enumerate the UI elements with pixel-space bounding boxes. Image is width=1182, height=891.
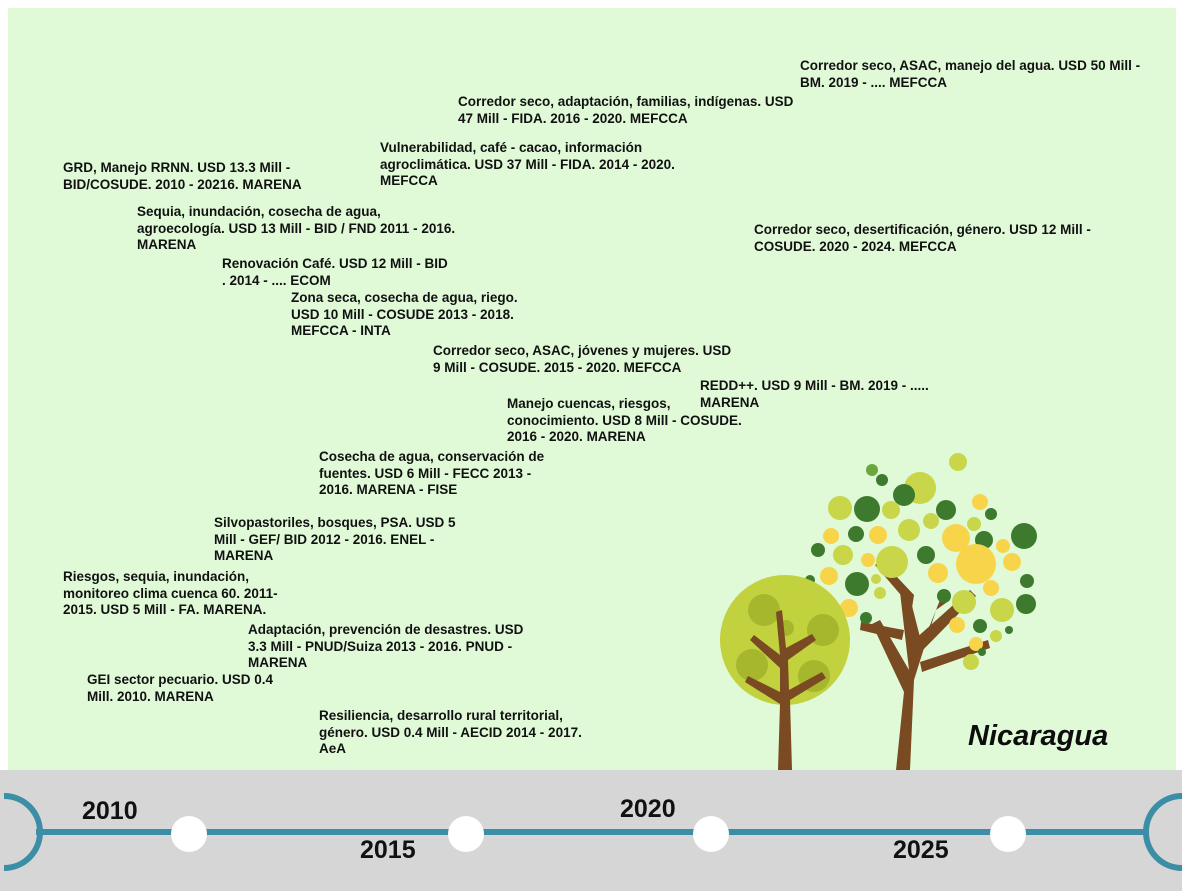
country-label: Nicaragua bbox=[968, 720, 1109, 752]
project-sequia-inundacion-agroecologia: Sequia, inundación, cosecha de agua, agr… bbox=[137, 204, 456, 252]
small-tree bbox=[720, 575, 850, 770]
project-corredor-seco-desertificacion: Corredor seco, desertificación, género. … bbox=[754, 222, 1091, 254]
project-redd: REDD++. USD 9 Mill - BM. 2019 - ..... MA… bbox=[700, 378, 929, 410]
year-label-2010: 2010 bbox=[82, 797, 138, 825]
timeline-start-cap bbox=[3, 793, 43, 871]
project-manejo-cuencas: Manejo cuencas, riesgos, conocimiento. U… bbox=[507, 396, 742, 444]
project-cosecha-de-agua-fuentes: Cosecha de agua, conservación de fuentes… bbox=[319, 449, 545, 497]
project-gei-sector-pecuario: GEI sector pecuario. USD 0.4 Mill. 2010.… bbox=[87, 672, 274, 704]
project-corredor-seco-familias: Corredor seco, adaptación, familias, ind… bbox=[458, 94, 794, 126]
year-label-2025: 2025 bbox=[893, 836, 949, 864]
timeline-node-4 bbox=[990, 816, 1026, 852]
project-zona-seca: Zona seca, cosecha de agua, riego. USD 1… bbox=[291, 290, 518, 338]
project-resiliencia-desarrollo-rural: Resiliencia, desarrollo rural territoria… bbox=[319, 708, 582, 756]
year-label-2020: 2020 bbox=[620, 795, 676, 823]
project-corredor-seco-jovenes: Corredor seco, ASAC, jóvenes y mujeres. … bbox=[433, 343, 732, 375]
timeline-node-3 bbox=[693, 816, 729, 852]
timeline-node-2 bbox=[448, 816, 484, 852]
project-riesgos-sequia: Riesgos, sequia, inundación, monitoreo c… bbox=[63, 569, 278, 617]
large-tree bbox=[805, 453, 1037, 770]
timeline-node-1 bbox=[171, 816, 207, 852]
timeline-end-cap bbox=[1143, 793, 1182, 871]
project-silvopastoriles: Silvopastoriles, bosques, PSA. USD 5 Mil… bbox=[214, 515, 456, 563]
project-corredor-seco-asac-agua: Corredor seco, ASAC, manejo del agua. US… bbox=[800, 58, 1141, 90]
tree-illustration bbox=[720, 453, 1037, 770]
project-renovacion-cafe: Renovación Café. USD 12 Mill - BID . 201… bbox=[222, 256, 448, 288]
project-adaptacion-prevencion: Adaptación, prevención de desastres. USD… bbox=[248, 622, 524, 670]
project-vulnerabilidad-cafe: Vulnerabilidad, café - cacao, informació… bbox=[380, 140, 675, 188]
project-grd-manejo-rrnn: GRD, Manejo RRNN. USD 13.3 Mill - BID/CO… bbox=[63, 160, 302, 192]
year-label-2015: 2015 bbox=[360, 836, 416, 864]
